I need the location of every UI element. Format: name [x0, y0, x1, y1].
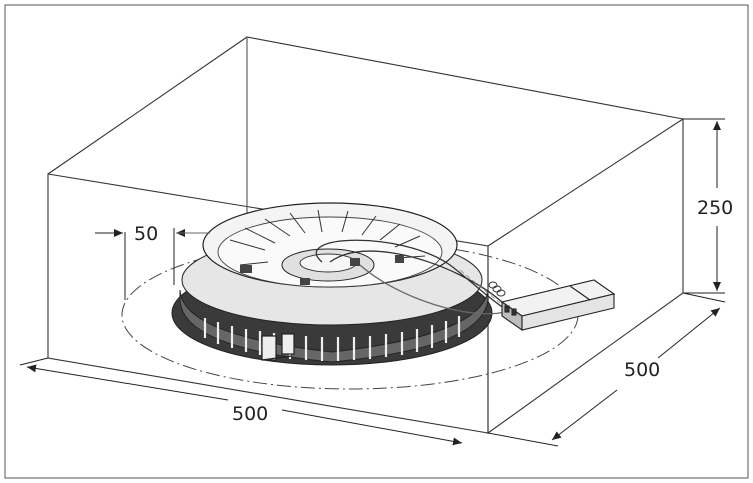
- cable-3: [359, 264, 506, 315]
- hob-front-clamp: [261, 333, 295, 361]
- power-supply-box: [500, 279, 616, 332]
- dim-depth-ext-back: [682, 292, 726, 303]
- hob-component-3: [395, 255, 404, 263]
- dim-depth-ext-front: [487, 432, 559, 447]
- power-cables: [315, 239, 511, 315]
- dim-width-arrow-right: [281, 409, 463, 446]
- hob-center-cap: [299, 253, 357, 273]
- dim-offset-label: 50: [134, 223, 158, 245]
- dim-width-label: 500: [232, 403, 268, 425]
- cable-1: [329, 250, 506, 306]
- dim-depth-arrow-front: [551, 389, 618, 441]
- box-right-face: [487, 117, 684, 435]
- hob-component-2: [350, 258, 360, 266]
- dim-width-arrow-left: [26, 364, 229, 401]
- cable-coil: [488, 281, 506, 297]
- dim-width-ext-left: [19, 357, 49, 366]
- connection-line: [459, 269, 501, 304]
- dim-offset: [95, 228, 210, 300]
- psu-side: [521, 293, 615, 331]
- hob-unit: [171, 202, 493, 366]
- hob-component-4: [300, 278, 310, 285]
- dim-depth-arrow-back: [657, 307, 721, 359]
- hob-fin-ring: [179, 289, 489, 363]
- dim-depth: [487, 292, 726, 447]
- cable-2: [315, 239, 511, 313]
- box-top-edges: [47, 36, 684, 175]
- hob-component-1: [240, 265, 252, 273]
- frame-border: [4, 4, 749, 479]
- dim-depth-label: 500: [624, 359, 660, 381]
- dim-height: [683, 118, 725, 294]
- dim-width: [19, 357, 463, 446]
- dim-height-label: 250: [697, 197, 733, 219]
